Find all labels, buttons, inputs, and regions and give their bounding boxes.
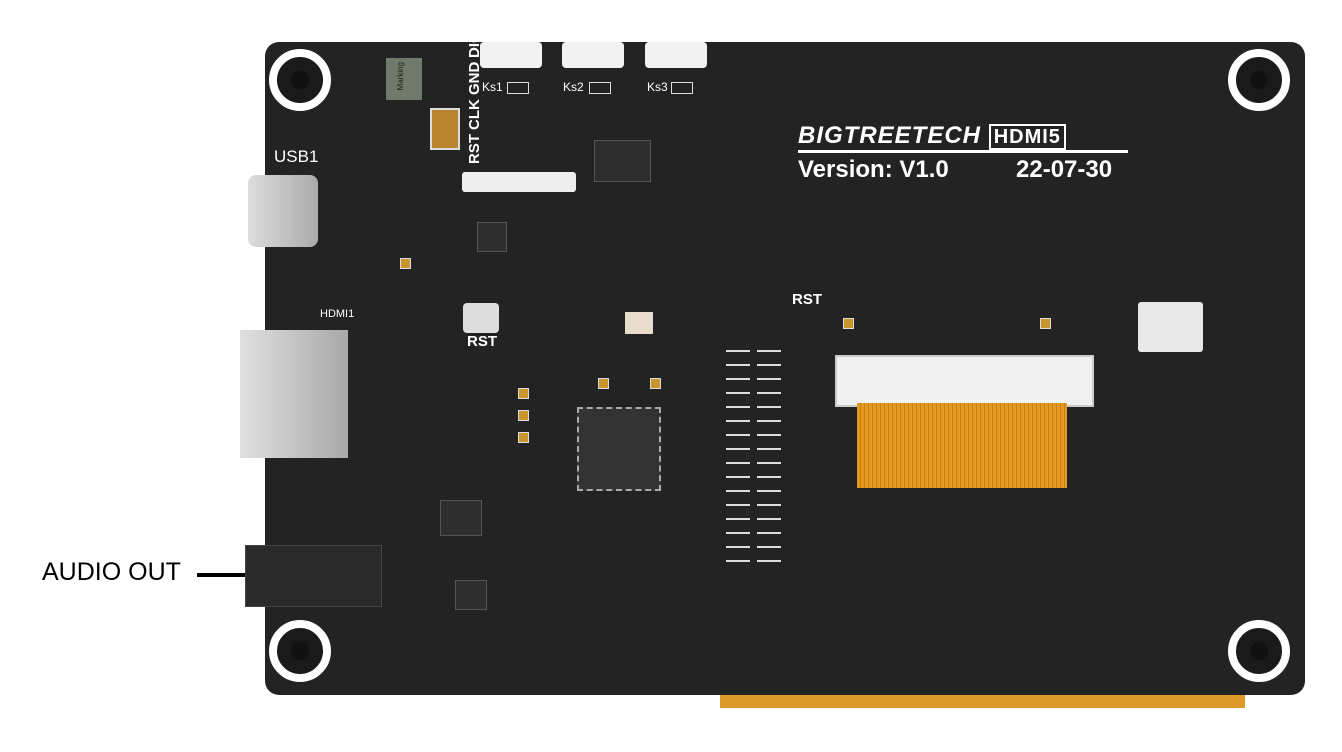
display-connector (835, 355, 1094, 407)
usb-label: USB1 (274, 147, 319, 166)
inductor-marking: Marking (396, 62, 405, 91)
resistor-array (726, 350, 750, 562)
brand-logo: BIGTREETECH HDMI5 (798, 122, 1066, 150)
date-text: 22-07-30 (1016, 156, 1113, 183)
version-text: Version: V1.0 (798, 156, 949, 183)
audio-amp-chip (455, 580, 487, 610)
resistor-array (757, 350, 781, 562)
capacitor (518, 388, 529, 399)
crystal (625, 312, 653, 334)
ks1-label: Ks1 (482, 80, 503, 94)
callout-line (197, 573, 245, 577)
hdmi-port (240, 330, 348, 458)
pcb-board (265, 42, 1305, 695)
ribbon-cable (857, 403, 1067, 488)
key-switch-1 (480, 42, 542, 68)
touch-connector (1138, 302, 1203, 352)
hdmi-label: HDMI1 (320, 308, 355, 320)
reset-button (463, 303, 499, 333)
ks2-label: Ks2 (563, 80, 584, 94)
chip (477, 222, 507, 252)
rst-button-label: RST (467, 333, 497, 350)
capacitor (400, 258, 411, 269)
pad (589, 82, 611, 94)
main-controller-chip (577, 407, 661, 491)
rst-connector-label: RST (792, 291, 822, 308)
capacitor (650, 378, 661, 389)
debug-pin-header (462, 172, 576, 192)
brand-name: BIGTREETECH (798, 122, 982, 149)
chip (440, 500, 482, 536)
capacitor (518, 432, 529, 443)
audio-out-callout: AUDIO OUT (42, 558, 181, 586)
ks3-label: Ks3 (647, 80, 668, 94)
mounting-hole (1228, 620, 1290, 682)
audio-jack (245, 545, 382, 607)
pin-dio-label: DIO (466, 31, 483, 58)
capacitor (518, 410, 529, 421)
pin-gnd-label: GND (466, 61, 483, 96)
mounting-hole (269, 620, 331, 682)
pin-labels: RST CLK GND DIO +3.3 (466, 0, 483, 164)
usb-c-port (248, 175, 318, 247)
regulator (594, 140, 651, 182)
pad (507, 82, 529, 94)
pin-clk-label: CLK (466, 99, 483, 130)
capacitor (430, 108, 460, 150)
mounting-hole (269, 49, 331, 111)
capacitor (1040, 318, 1051, 329)
pin-rst-label: RST (466, 134, 483, 164)
model-name: HDMI5 (988, 124, 1066, 150)
logo-underline (798, 150, 1128, 153)
pin-3v3-label: +3.3 (466, 0, 483, 28)
capacitor (598, 378, 609, 389)
mounting-hole (1228, 49, 1290, 111)
pad (671, 82, 693, 94)
capacitor (843, 318, 854, 329)
inductor: Marking (386, 58, 422, 100)
key-switch-2 (562, 42, 624, 68)
key-switch-3 (645, 42, 707, 68)
